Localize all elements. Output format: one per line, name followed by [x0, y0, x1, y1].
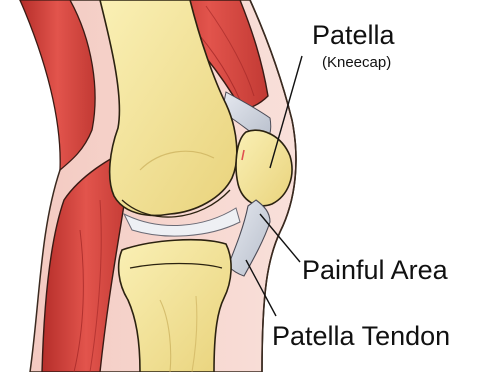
patella-label: Patella	[312, 20, 395, 50]
painful-area-label: Painful Area	[302, 255, 448, 285]
patella-note-label: (Kneecap)	[322, 54, 391, 71]
patella-tendon-label: Patella Tendon	[272, 321, 450, 351]
